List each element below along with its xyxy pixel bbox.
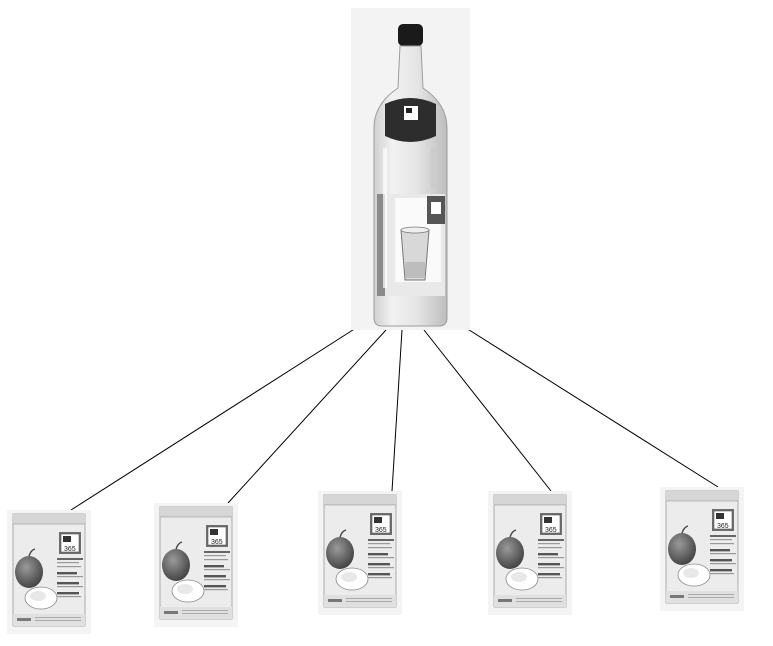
child-node-juice-box-2: 365 (154, 503, 238, 627)
child-node-juice-box-5: 365 (660, 487, 744, 611)
brand-label: 365 (64, 546, 76, 553)
brand-label: 365 (545, 527, 557, 534)
brand-label: 365 (375, 527, 387, 534)
root-node-bottle (351, 8, 470, 330)
connector-line (424, 330, 551, 491)
child-node-juice-box-4: 365 (488, 491, 572, 615)
brand-label: 365 (211, 539, 223, 546)
connector-line (466, 328, 718, 487)
connector-line (392, 330, 402, 491)
brand-label: 365 (717, 523, 729, 530)
connector-line (228, 330, 386, 503)
child-node-juice-box-1: 365 (7, 510, 91, 634)
connector-line (71, 328, 356, 510)
connector-lines (71, 328, 718, 510)
child-node-juice-box-3: 365 (318, 491, 402, 615)
